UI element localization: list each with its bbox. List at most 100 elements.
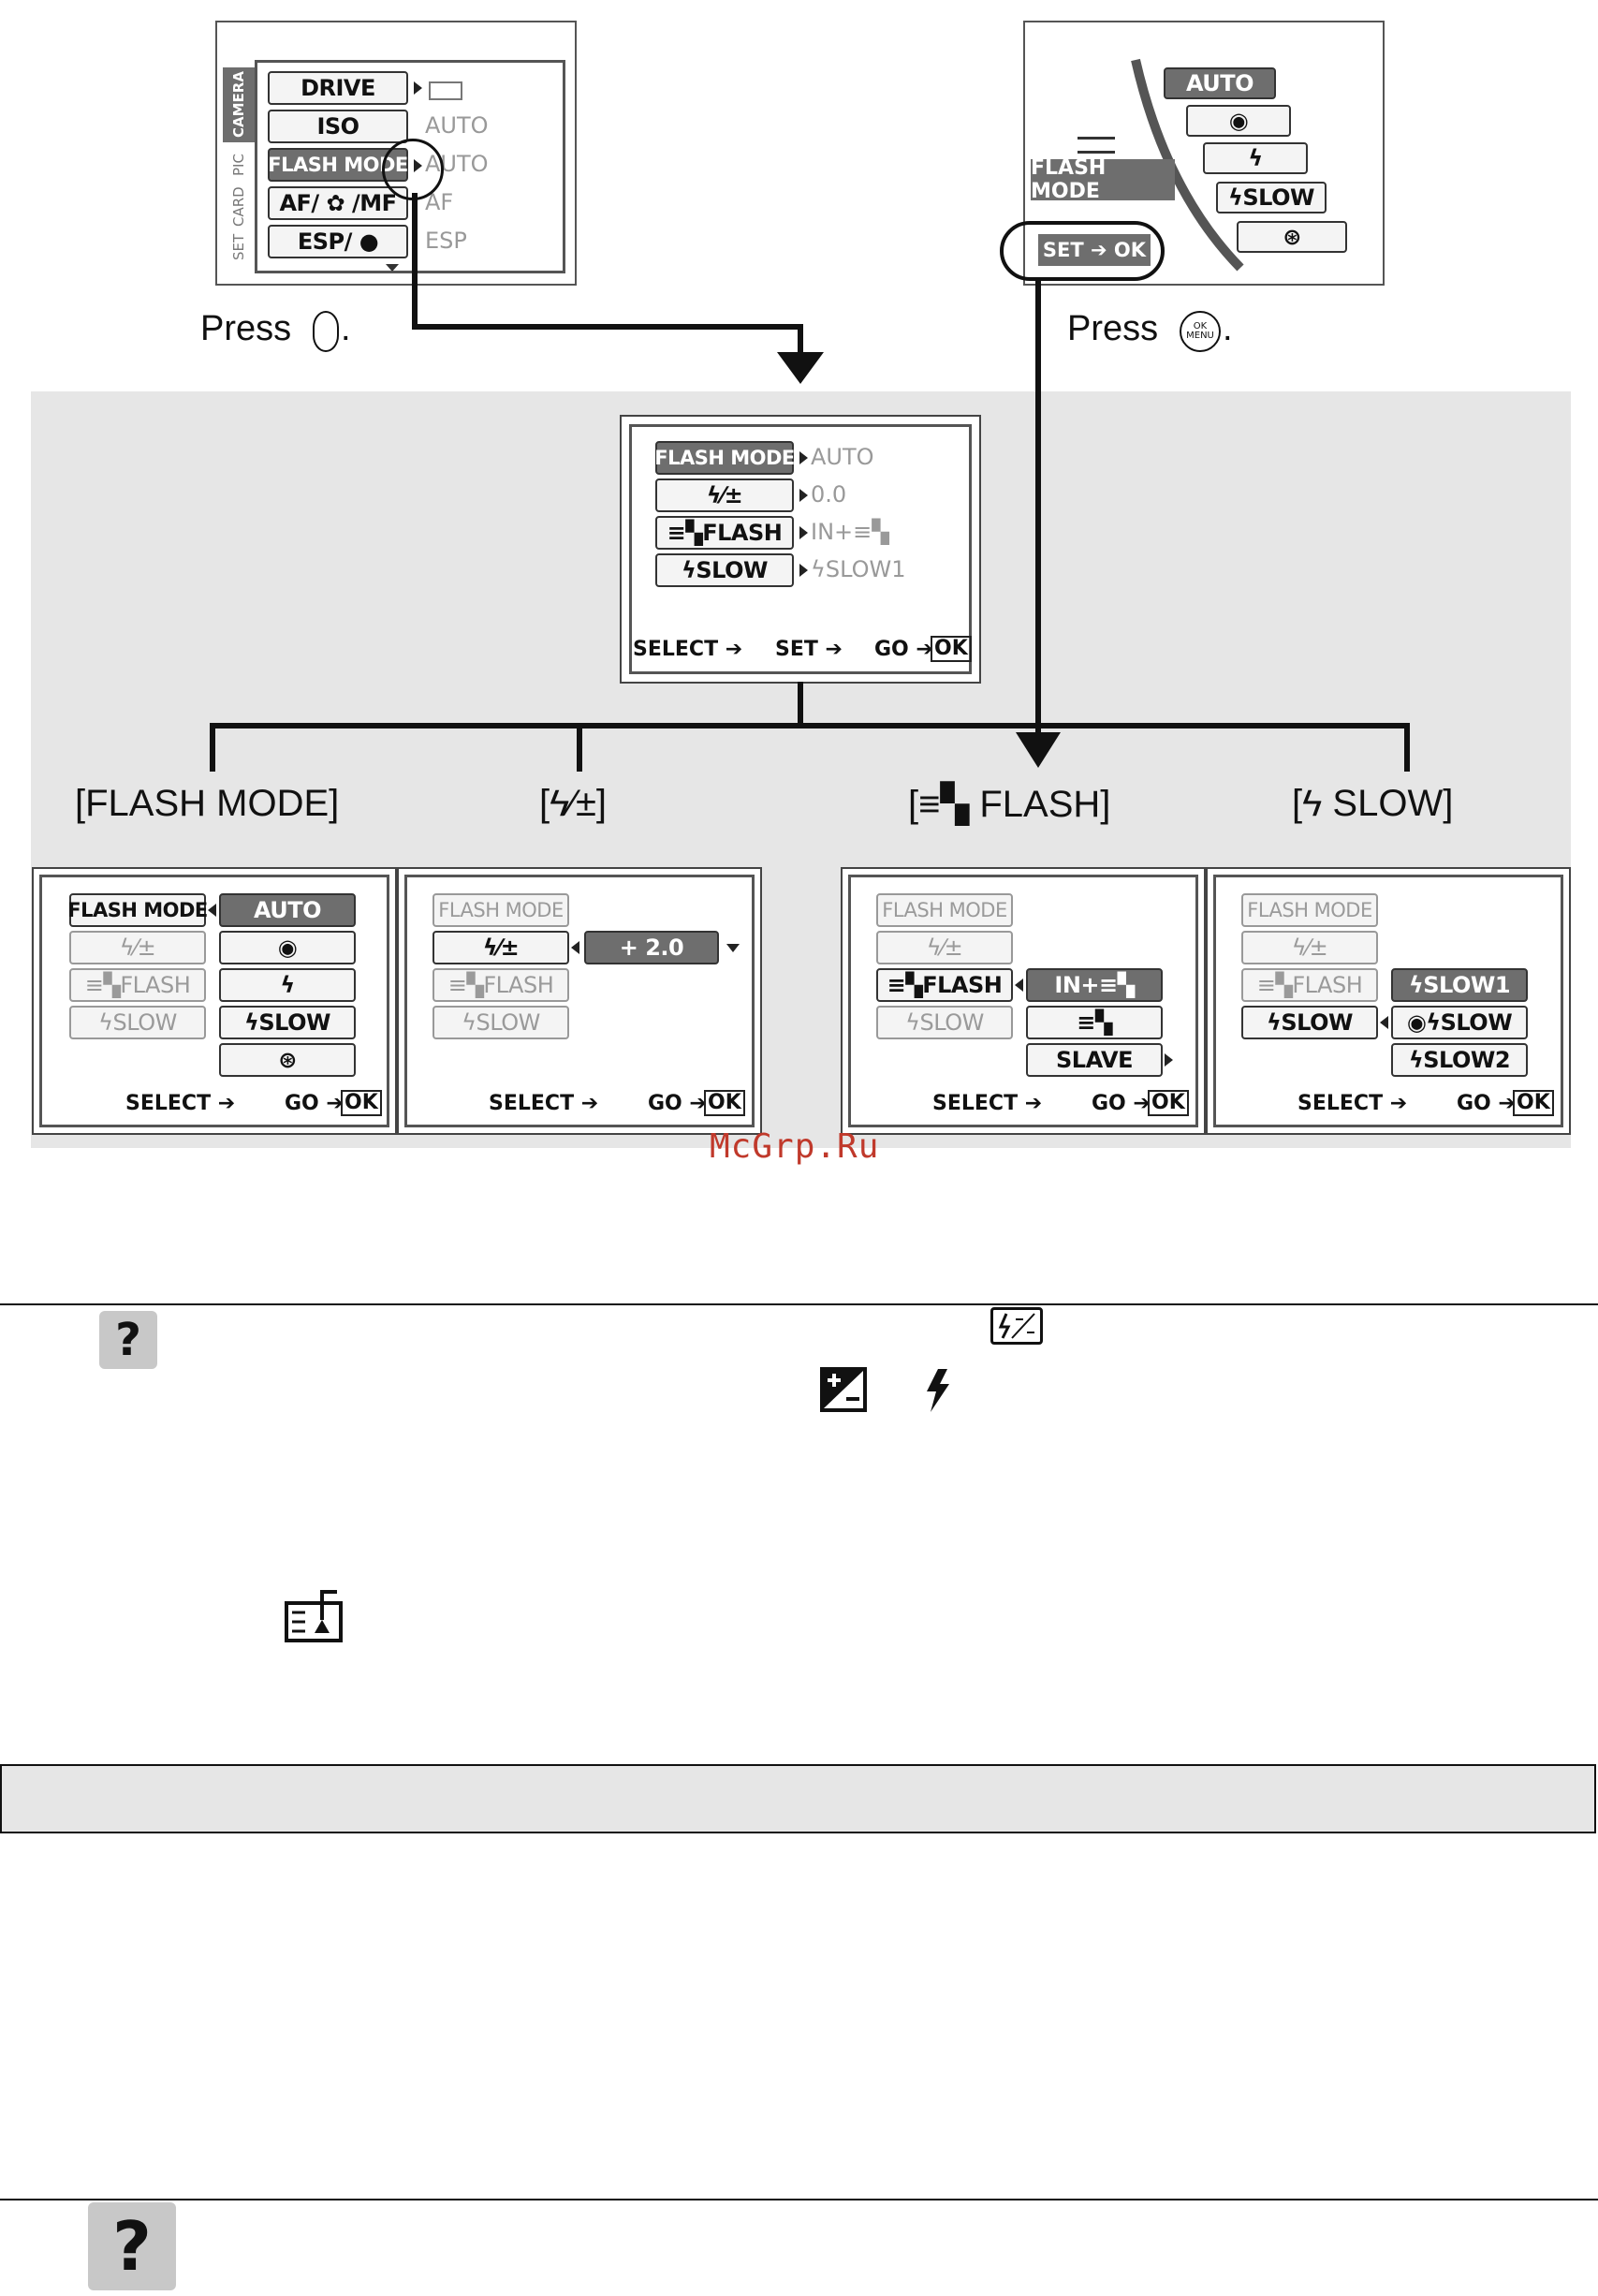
press-right-instruction: Press . xyxy=(200,309,351,352)
option-slow: ϟSLOW xyxy=(1216,182,1327,213)
footer-go: GO ➔ xyxy=(1457,1092,1516,1115)
option-ext: ≡▚ xyxy=(1026,1006,1163,1039)
connector-line xyxy=(412,193,418,330)
help-icon: ? xyxy=(99,1311,157,1369)
menu-item-flash-comp: ϟ⁄± xyxy=(655,478,794,512)
screen-frame xyxy=(629,424,972,674)
option-red-eye-slow: ◉ϟSLOW xyxy=(1391,1006,1528,1039)
tree-line xyxy=(798,682,803,729)
center-screen: FLASH MODE ϟ⁄± ≡▚FLASH ϟSLOW AUTO 0.0 IN… xyxy=(620,415,981,684)
screen-frame xyxy=(39,875,389,1127)
caption-flash-mode: [FLASH MODE] xyxy=(75,783,340,824)
menu-item-af: AF/ ✿ /MF xyxy=(268,186,408,220)
press-label: Press xyxy=(1067,309,1159,348)
arrow-right-icon xyxy=(799,451,808,464)
top-left-screen: CAMERA PIC CARD SET DRIVE ISO FLASH MODE… xyxy=(215,21,577,286)
single-frame-icon xyxy=(429,81,462,100)
press-suffix: . xyxy=(341,309,351,348)
tab-card: CARD xyxy=(230,186,247,228)
flash-mode-label: FLASH MODE xyxy=(1031,156,1175,203)
menu-item-drive: DRIVE xyxy=(268,71,408,105)
caption-slow: [ϟ SLOW] xyxy=(1292,783,1454,824)
option-slow: ϟSLOW xyxy=(219,1006,356,1039)
menu-item-flash: ≡▚FLASH xyxy=(69,968,206,1002)
caption-flash-comp: [ϟ⁄±] xyxy=(539,783,608,824)
arrow-left-icon xyxy=(208,904,216,917)
flash-icon xyxy=(927,1369,949,1412)
value-iso: AUTO xyxy=(425,112,489,139)
caption-flash: [≡▚ FLASH] xyxy=(908,784,1111,825)
screen-frame xyxy=(404,875,755,1127)
connector-line xyxy=(1035,279,1041,734)
menu-item-slow: ϟSLOW xyxy=(655,553,794,587)
comp-value: + 2.0 xyxy=(584,931,719,964)
arrow-down-icon xyxy=(1016,732,1061,768)
subscreen-flash-mode: FLASH MODE ϟ⁄± ≡▚FLASH ϟSLOW AUTO ◉ ϟ ϟS… xyxy=(32,867,397,1135)
divider xyxy=(0,1303,1598,1305)
watermark: McGrp.Ru xyxy=(710,1127,880,1166)
flash-compensation-icon xyxy=(990,1307,1043,1345)
card-record-icon xyxy=(285,1590,343,1642)
option-red-eye: ◉ xyxy=(1186,105,1291,137)
option-slow1: ϟSLOW1 xyxy=(1391,968,1528,1002)
menu-item-flash-comp: ϟ⁄± xyxy=(1241,931,1378,964)
value-flash-comp: 0.0 xyxy=(811,481,847,508)
option-slave: SLAVE xyxy=(1026,1043,1163,1077)
option-slow2: ϟSLOW2 xyxy=(1391,1043,1528,1077)
screen-frame xyxy=(848,875,1198,1127)
footer-select: SELECT ➔ xyxy=(633,638,743,661)
option-red-eye: ◉ xyxy=(219,931,356,964)
arrow-down-icon xyxy=(726,944,740,952)
tab-set: SET xyxy=(230,233,247,261)
menu-item-flash-comp: ϟ⁄± xyxy=(876,931,1013,964)
footer-go: GO ➔ xyxy=(285,1092,344,1115)
footer-ok: OK xyxy=(341,1090,382,1116)
menu-item-iso: ISO xyxy=(268,110,408,143)
option-in-plus-ext: IN+≡▚ xyxy=(1026,968,1163,1002)
menu-item-flash-mode: FLASH MODE xyxy=(876,893,1013,927)
scroll-down-icon xyxy=(386,264,399,272)
set-ok-label: SET ➔ OK xyxy=(1038,234,1151,266)
menu-item-flash: ≡▚FLASH xyxy=(655,516,794,550)
subscreen-slow: FLASH MODE ϟ⁄± ≡▚FLASH ϟSLOW ϟSLOW1 ◉ϟSL… xyxy=(1206,867,1571,1135)
option-fill: ϟ xyxy=(1203,142,1308,174)
top-right-screen: AUTO ◉ ϟ ϟSLOW ⊛ FLASH MODE SET ➔ OK xyxy=(1023,21,1385,286)
menu-item-flash-comp: ϟ⁄± xyxy=(69,931,206,964)
footer-ok: OK xyxy=(704,1090,745,1116)
value-slow: ϟSLOW1 xyxy=(811,556,906,582)
footer-select: SELECT ➔ xyxy=(489,1092,599,1115)
connector-line xyxy=(798,324,803,356)
option-auto: AUTO xyxy=(1164,67,1276,99)
value-flash-mode: AUTO xyxy=(811,444,874,470)
footer-go: GO ➔ xyxy=(874,638,933,661)
highlight-circle xyxy=(382,139,444,200)
tree-line xyxy=(210,723,215,772)
value-esp: ESP xyxy=(425,228,467,254)
arrow-right-icon xyxy=(414,81,422,95)
arrow-right-icon xyxy=(1165,1053,1173,1067)
footer-set: SET ➔ xyxy=(775,638,843,661)
arrow-left-icon xyxy=(1380,1016,1388,1029)
exposure-compensation-icon xyxy=(820,1367,867,1412)
arrow-right-icon xyxy=(799,489,808,502)
subscreen-flash-comp: FLASH MODE ϟ⁄± ≡▚FLASH ϟSLOW + 2.0 SELEC… xyxy=(397,867,762,1135)
help-icon: ? xyxy=(88,2202,176,2290)
screen-frame xyxy=(1213,875,1563,1127)
tab-pic: PIC xyxy=(230,154,247,176)
menu-item-slow: ϟSLOW xyxy=(432,1006,569,1039)
footer-select: SELECT ➔ xyxy=(125,1092,236,1115)
footer-ok: OK xyxy=(1148,1090,1189,1116)
menu-item-flash: ≡▚FLASH xyxy=(876,968,1013,1002)
menu-item-flash: ≡▚FLASH xyxy=(1241,968,1378,1002)
arrow-right-icon xyxy=(799,526,808,539)
option-fill: ϟ xyxy=(219,968,356,1002)
tab-camera: CAMERA xyxy=(223,67,255,142)
section-bar xyxy=(0,1764,1596,1833)
subscreen-flash: FLASH MODE ϟ⁄± ≡▚FLASH ϟSLOW IN+≡▚ ≡▚ SL… xyxy=(841,867,1206,1135)
footer-ok: OK xyxy=(931,636,972,662)
menu-item-flash-mode: FLASH MODE xyxy=(67,893,208,927)
press-suffix: . xyxy=(1223,309,1233,348)
tree-line xyxy=(577,723,582,772)
arrow-pad-right-icon xyxy=(313,311,339,352)
